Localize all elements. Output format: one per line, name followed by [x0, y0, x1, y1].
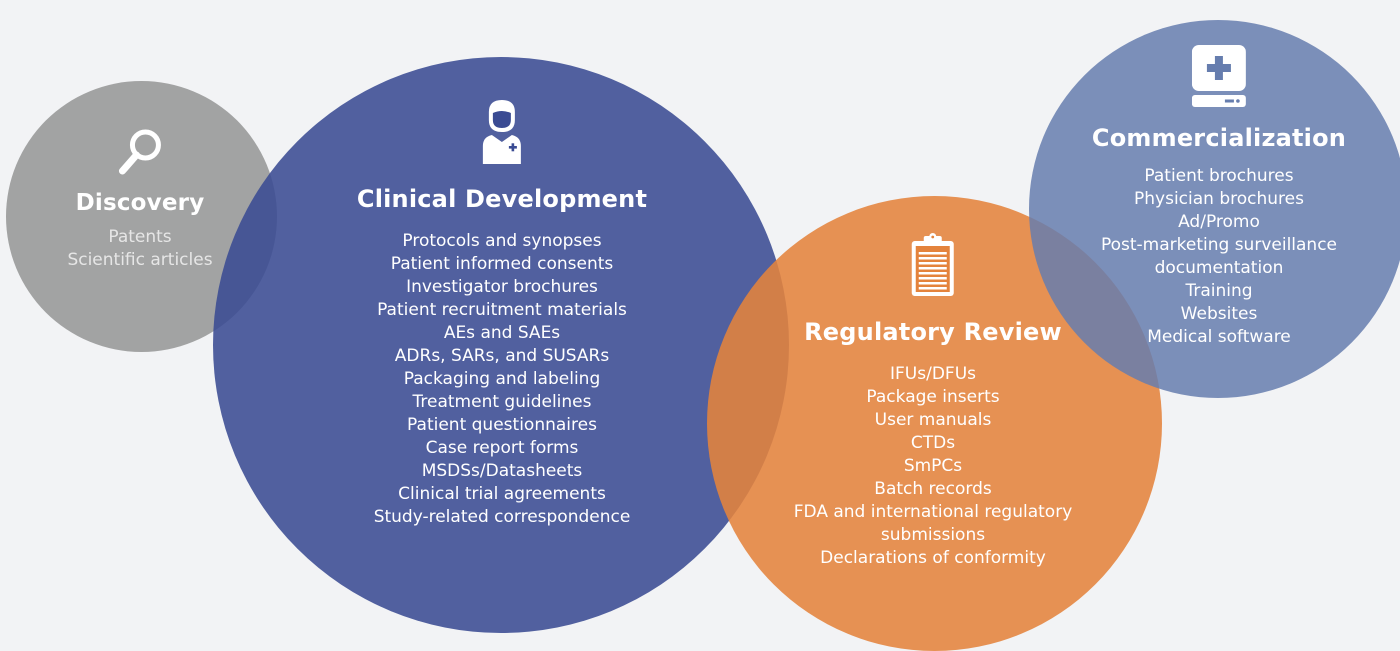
list-item: AEs and SAEs	[443, 323, 561, 343]
list-item: Physician brochures	[1134, 189, 1304, 209]
list-item: Case report forms	[425, 438, 579, 458]
list-item: Study-related correspondence	[373, 507, 631, 527]
regulatory-review-section: Regulatory Review IFUs/DFUs Package inse…	[794, 233, 1073, 570]
list-item: Batch records	[874, 479, 992, 499]
list-item: Patient brochures	[1144, 166, 1294, 186]
list-item: Ad/Promo	[1178, 212, 1260, 232]
list-item: Package inserts	[866, 387, 1000, 407]
list-item: MSDSs/Datasheets	[421, 461, 583, 481]
list-item: User manuals	[874, 410, 992, 430]
clinical-development-title: Clinical Development	[356, 185, 648, 213]
list-item: CTDs	[910, 433, 956, 453]
list-item: Declarations of conformity	[820, 548, 1046, 568]
list-item: Patient questionnaires	[407, 415, 597, 435]
discovery-list: Patents Scientific articles	[67, 226, 212, 272]
list-item: Investigator brochures	[406, 277, 598, 297]
list-item: Patient recruitment materials	[377, 300, 627, 320]
list-item: Medical software	[1147, 327, 1291, 347]
list-item: Patents	[108, 227, 172, 247]
list-item: Patient informed consents	[390, 254, 614, 274]
list-item: Clinical trial agreements	[398, 484, 606, 504]
commercialization-section: Commercialization Patient brochures Phys…	[1092, 45, 1346, 349]
clinical-development-list: Protocols and synopses Patient informed …	[357, 230, 647, 529]
doctor-icon	[483, 100, 521, 164]
list-item: documentation	[1154, 258, 1284, 278]
list-item: Post-marketing surveillance	[1100, 235, 1338, 255]
regulatory-review-list: IFUs/DFUs Package inserts User manuals C…	[794, 363, 1073, 570]
clinical-development-section: Clinical Development Protocols and synop…	[357, 100, 647, 529]
commercialization-list: Patient brochures Physician brochures Ad…	[1092, 165, 1346, 349]
list-item: SmPCs	[903, 456, 963, 476]
discovery-title: Discovery	[75, 190, 205, 216]
list-item: Packaging and labeling	[403, 369, 601, 389]
medical-monitor-icon	[1191, 45, 1246, 107]
clipboard-icon	[912, 233, 954, 296]
list-item: FDA and international regulatory	[793, 502, 1073, 522]
list-item: Scientific articles	[67, 250, 213, 270]
list-item: Treatment guidelines	[412, 392, 592, 412]
regulatory-review-title: Regulatory Review	[804, 318, 1062, 346]
list-item: Protocols and synopses	[402, 231, 602, 251]
list-item: IFUs/DFUs	[890, 364, 976, 384]
list-item: submissions	[880, 525, 986, 545]
list-item: ADRs, SARs, and SUSARs	[394, 346, 610, 366]
list-item: Websites	[1180, 304, 1258, 324]
commercialization-title: Commercialization	[1091, 124, 1347, 152]
magnifier-icon	[118, 129, 161, 175]
discovery-section: Discovery Patents Scientific articles	[67, 124, 213, 272]
list-item: Training	[1185, 281, 1253, 301]
